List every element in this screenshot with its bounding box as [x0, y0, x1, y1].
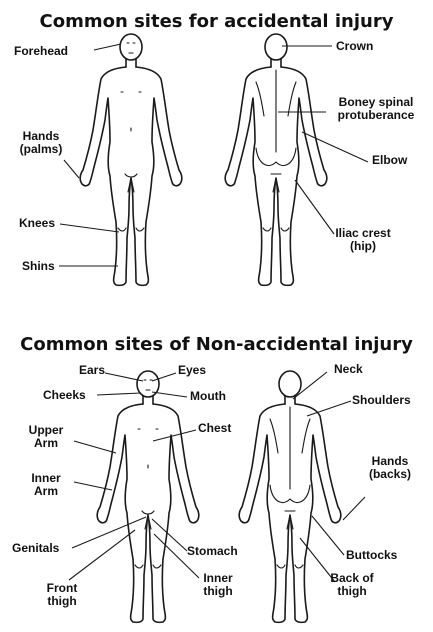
leader-mouth [152, 392, 187, 397]
leader-elbow [302, 132, 368, 162]
leader-chest [153, 430, 196, 441]
label-neck: Neck [334, 363, 363, 376]
front-figure-non-accidental [97, 371, 199, 622]
label-mouth: Mouth [190, 390, 226, 403]
leader-upper-arm [74, 441, 116, 453]
label-hands-backs: Hands (backs) [353, 455, 427, 481]
leader-forehead [94, 44, 121, 50]
label-shoulders: Shoulders [352, 394, 411, 407]
leader-hands-backs [343, 497, 365, 520]
label-boney-spinal-protuberance: Boney spinal protuberance [326, 96, 426, 122]
label-inner-arm: Inner Arm [18, 472, 74, 498]
title-accidental: Common sites for accidental injury [0, 11, 433, 32]
leader-iliac [295, 180, 334, 234]
label-crown: Crown [336, 40, 373, 53]
label-hands-palms: Hands (palms) [16, 130, 66, 156]
back-figure-accidental [225, 34, 327, 285]
label-iliac-crest: Iliac crest (hip) [326, 227, 400, 253]
label-ears: Ears [79, 364, 105, 377]
label-stomach: Stomach [187, 545, 238, 558]
label-upper-arm: Upper Arm [18, 424, 74, 450]
label-chest: Chest [198, 422, 231, 435]
label-genitals: Genitals [12, 542, 59, 555]
front-figure-accidental [80, 34, 182, 285]
leader-lines-accidental [59, 44, 368, 266]
leader-stomach [152, 519, 187, 551]
label-knees: Knees [19, 217, 55, 230]
label-forehead: Forehead [14, 45, 68, 58]
label-cheeks: Cheeks [43, 389, 86, 402]
leader-knees [60, 224, 119, 232]
title-non-accidental: Common sites of Non-accidental injury [0, 334, 433, 355]
label-buttocks: Buttocks [346, 549, 397, 562]
leader-front-thigh [69, 530, 135, 580]
label-eyes: Eyes [178, 364, 206, 377]
label-elbow: Elbow [372, 154, 407, 167]
leader-hands [64, 160, 79, 178]
leader-genitals [72, 517, 146, 548]
leader-cheeks [97, 393, 141, 395]
label-inner-thigh: Inner thigh [190, 572, 246, 598]
label-front-thigh: Front thigh [34, 582, 90, 608]
leader-ears [105, 373, 143, 381]
label-back-of-thigh: Back of thigh [318, 572, 386, 598]
label-shins: Shins [22, 260, 55, 273]
